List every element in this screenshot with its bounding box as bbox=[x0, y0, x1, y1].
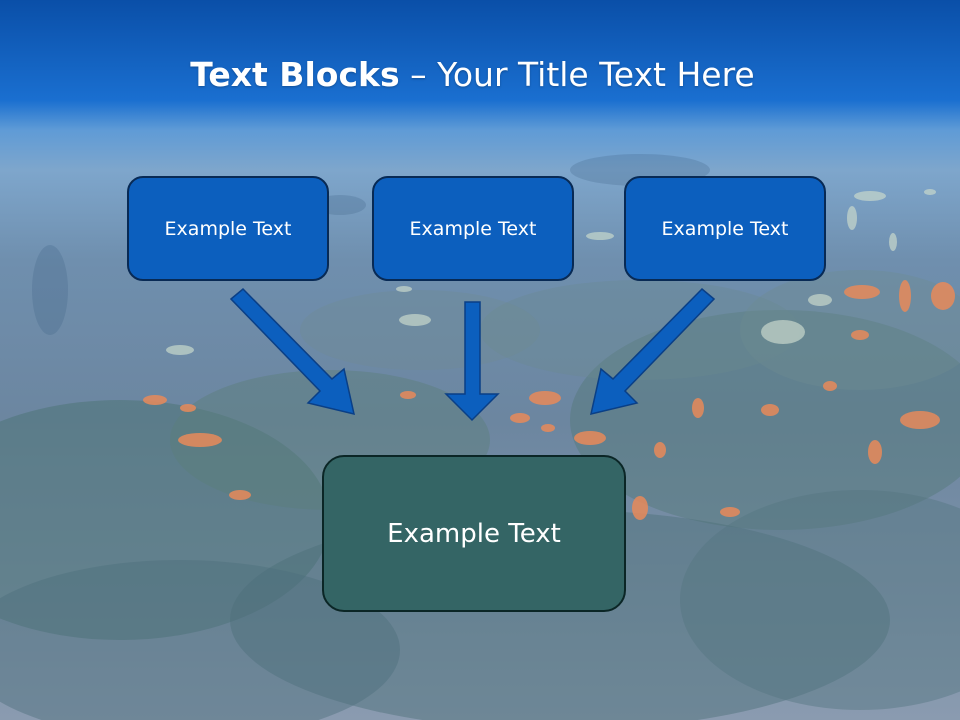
orange-fish-school bbox=[143, 280, 955, 520]
coral-reef bbox=[0, 270, 960, 720]
arrow-right-to-bottom bbox=[590, 287, 716, 416]
pale-fish-school bbox=[166, 189, 936, 355]
text-block-left[interactable]: Example Text bbox=[127, 176, 329, 281]
arrow-center-to-bottom bbox=[444, 301, 500, 422]
text-block-bottom[interactable]: Example Text bbox=[322, 455, 626, 612]
text-block-bottom-label: Example Text bbox=[387, 518, 561, 549]
text-block-right[interactable]: Example Text bbox=[624, 176, 826, 281]
text-block-left-label: Example Text bbox=[164, 217, 292, 240]
text-block-right-label: Example Text bbox=[661, 217, 789, 240]
title-dash: – bbox=[399, 55, 438, 94]
slide-title: Text Blocks – Your Title Text Here bbox=[0, 52, 945, 98]
title-rest-part: Your Title Text Here bbox=[437, 55, 755, 94]
text-block-center[interactable]: Example Text bbox=[372, 176, 574, 281]
arrow-left-to-bottom bbox=[229, 287, 355, 416]
title-bold-part: Text Blocks bbox=[190, 55, 400, 94]
text-block-center-label: Example Text bbox=[409, 217, 537, 240]
